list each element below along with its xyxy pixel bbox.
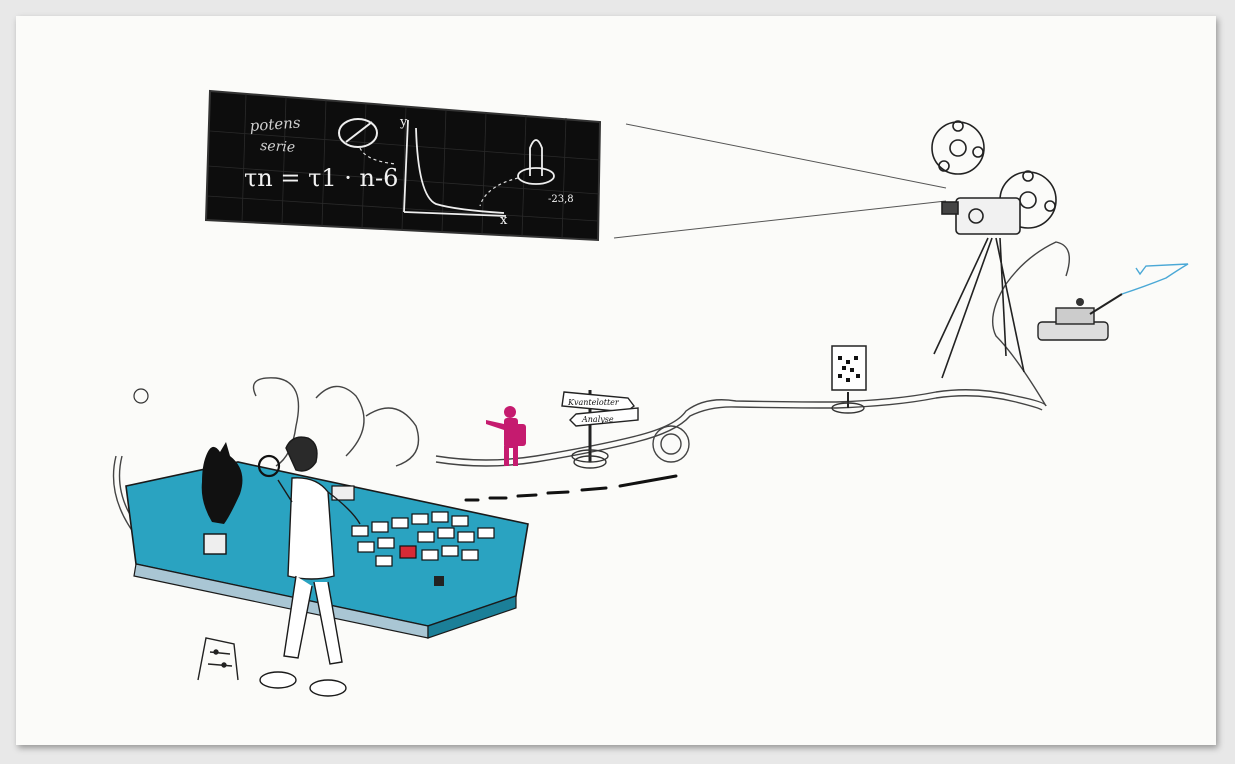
tank (1037, 263, 1189, 341)
boy-figure (257, 436, 361, 697)
bullet-icon (517, 139, 555, 185)
clock-icon (338, 118, 378, 148)
abacus-icon (197, 637, 239, 681)
calculator-socket (203, 533, 227, 555)
blackboard: potens serie τn = τ1 · n-6 y x -23,8 (204, 89, 602, 242)
black-cat (201, 442, 243, 524)
sign-top-label: Kvantelotter (567, 398, 620, 407)
magenta-figure (486, 406, 526, 466)
projector-beam (613, 123, 947, 239)
magnifier-icon (257, 454, 281, 478)
film-projector (931, 120, 1057, 379)
dashed-path (464, 474, 678, 502)
board-script-line2: serie (260, 138, 296, 156)
board-axis-x: x (500, 213, 508, 228)
pixel-sign (831, 345, 867, 414)
hollow-circle (133, 388, 149, 404)
board-script-line1: potens (249, 113, 301, 135)
illustration-canvas: potens serie τn = τ1 · n-6 y x -23,8 (16, 16, 1216, 745)
board-tag: -23,8 (548, 194, 574, 205)
calculator-c-key (399, 545, 417, 559)
illustration-svg: potens serie τn = τ1 · n-6 y x -23,8 (112, 89, 1189, 697)
calculator-keys (351, 511, 495, 567)
board-axis-y: y (399, 115, 408, 130)
board-graph (403, 119, 507, 217)
sign-bottom-label: Analyse (581, 415, 614, 424)
signpost: Kvantelotter Analyse (561, 390, 639, 469)
board-formula: τn = τ1 · n-6 (244, 164, 398, 192)
